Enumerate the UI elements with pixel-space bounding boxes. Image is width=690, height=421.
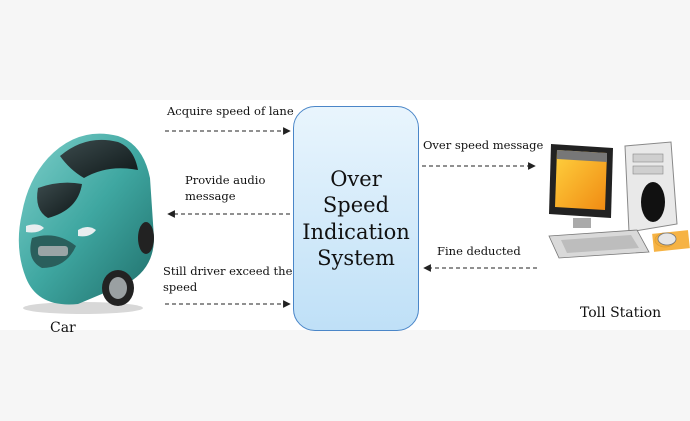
background-band-top bbox=[0, 0, 690, 102]
label-audio-message-line1: Provide audio bbox=[185, 173, 266, 187]
toll-station-caption: Toll Station bbox=[580, 305, 662, 321]
label-still-exceed-line2: speed bbox=[163, 280, 198, 294]
desktop-computer-icon bbox=[548, 141, 690, 259]
system-box: Over Speed Indication System bbox=[293, 106, 419, 331]
label-still-exceed-line1: Still driver exceed the bbox=[163, 264, 293, 278]
system-title: Over Speed Indication System bbox=[302, 167, 410, 270]
background-divider bbox=[0, 100, 690, 104]
label-fine-deducted: Fine deducted bbox=[437, 244, 521, 258]
label-over-speed-message: Over speed message bbox=[423, 138, 544, 152]
background-band-bottom bbox=[0, 330, 690, 421]
car-icon bbox=[18, 133, 154, 314]
label-acquire-speed: Acquire speed of lane bbox=[167, 104, 294, 118]
label-audio-message-line2: message bbox=[185, 189, 236, 203]
car-caption: Car bbox=[50, 320, 76, 336]
